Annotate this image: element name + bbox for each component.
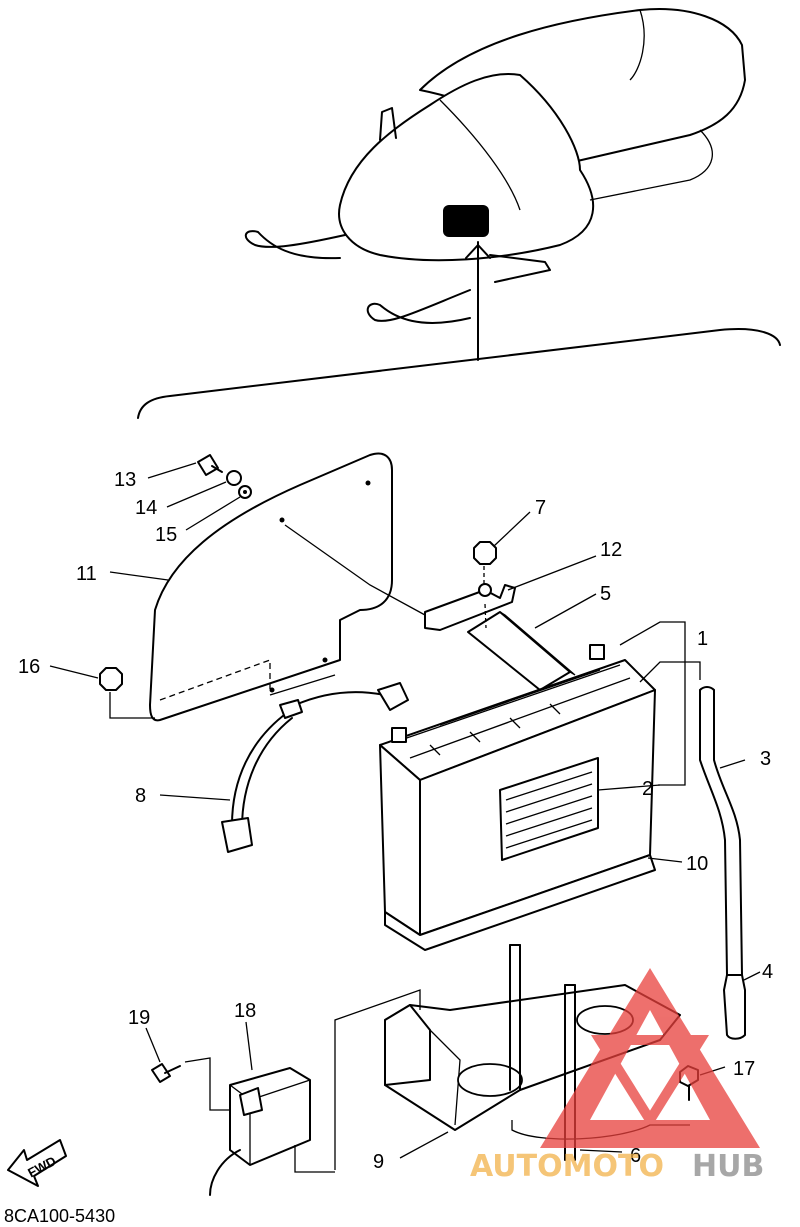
callout-5: 5 bbox=[600, 583, 611, 605]
callout-10: 10 bbox=[686, 853, 708, 875]
screw-19 bbox=[151, 1057, 230, 1111]
watermark-triangle-icon bbox=[540, 968, 760, 1148]
callout-18: 18 bbox=[234, 1000, 256, 1022]
watermark-text-2: HUB bbox=[692, 1149, 764, 1184]
battery-location-marker bbox=[443, 205, 489, 237]
leader-lines bbox=[49, 462, 761, 1159]
callout-13: 13 bbox=[114, 469, 136, 491]
callout-3: 3 bbox=[760, 748, 771, 770]
callout-16: 16 bbox=[18, 656, 40, 678]
callouts: 1 2 3 4 5 6 7 8 9 10 11 12 13 14 15 16 1… bbox=[18, 469, 773, 1173]
lead-wire bbox=[221, 682, 409, 853]
callout-9: 9 bbox=[373, 1151, 384, 1173]
callout-14: 14 bbox=[135, 497, 157, 519]
callout-2: 2 bbox=[642, 778, 653, 800]
callout-6: 6 bbox=[630, 1145, 641, 1167]
callout-15: 15 bbox=[155, 524, 177, 546]
fwd-arrow: FWD bbox=[7, 1139, 67, 1187]
diagram-code: 8CA100-5430 bbox=[4, 1206, 115, 1226]
watermark-text-1: AUTOMOTO bbox=[470, 1149, 664, 1184]
callout-7: 7 bbox=[535, 497, 546, 519]
battery-pad bbox=[384, 854, 656, 951]
nut-16 bbox=[99, 667, 155, 719]
battery bbox=[379, 644, 656, 936]
battery-band bbox=[467, 611, 576, 691]
nut-7 bbox=[473, 541, 497, 565]
callout-17: 17 bbox=[733, 1058, 755, 1080]
washer-14 bbox=[226, 470, 242, 486]
snowmobile-overview bbox=[137, 8, 781, 419]
callout-8: 8 bbox=[135, 785, 146, 807]
callout-1: 1 bbox=[697, 628, 708, 650]
callout-12: 12 bbox=[600, 539, 622, 561]
breather-pipe bbox=[699, 686, 746, 1040]
callout-4: 4 bbox=[762, 961, 773, 983]
cover-bolt bbox=[197, 454, 223, 476]
callout-11: 11 bbox=[76, 563, 97, 585]
callout-19: 19 bbox=[128, 1007, 150, 1029]
terminal-lead bbox=[424, 583, 516, 631]
starter-relay bbox=[209, 1067, 335, 1196]
battery-cover bbox=[149, 452, 393, 722]
watermark-logo: AUTOMOTO HUB bbox=[470, 968, 764, 1184]
